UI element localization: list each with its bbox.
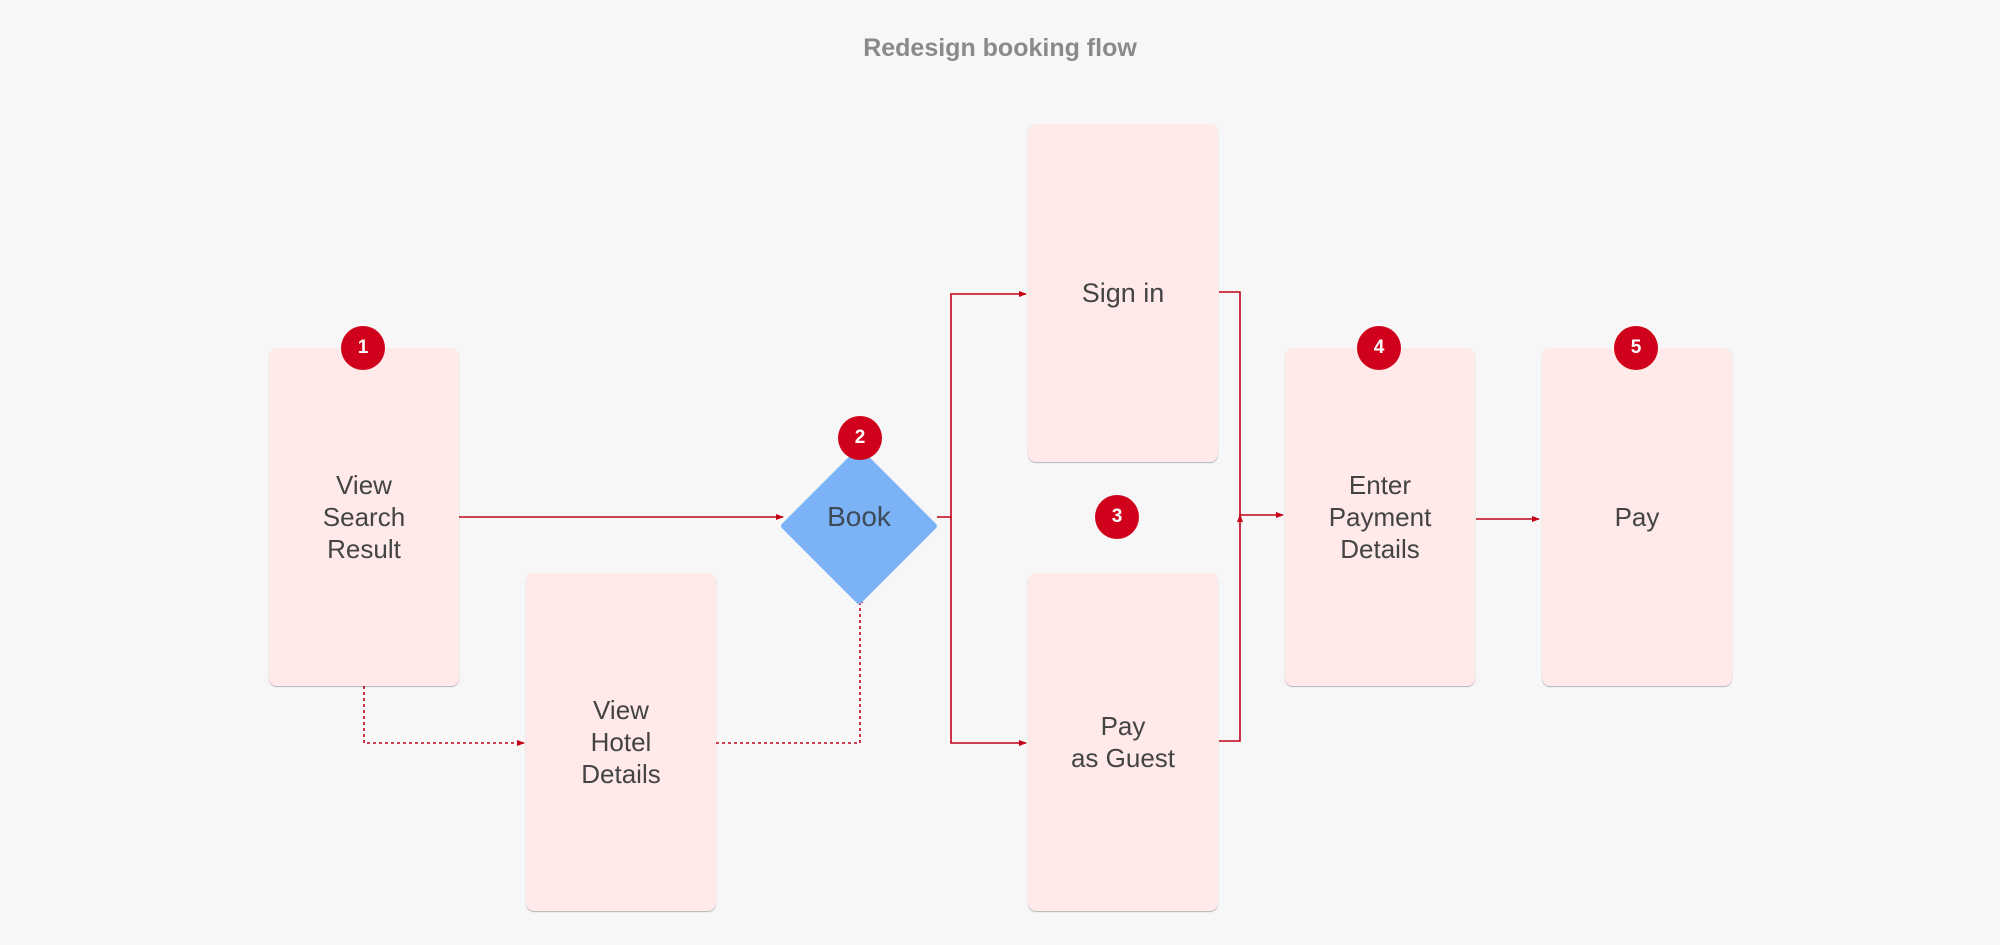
diagram-title: Redesign booking flow xyxy=(863,34,1137,62)
step-number-badge-4: 4 xyxy=(1357,326,1401,370)
step-label: Pay xyxy=(1614,502,1660,532)
step-enter-payment-details: Enter Payment Details xyxy=(1285,348,1475,686)
step-label: View Search Result xyxy=(322,470,406,564)
step-view-hotel-details: View Hotel Details xyxy=(526,573,716,911)
step-label: View Hotel Details xyxy=(581,695,661,789)
step-number-badge-1: 1 xyxy=(341,326,385,370)
step-pay: Pay xyxy=(1542,348,1732,686)
step-number-badge-2: 2 xyxy=(838,416,882,460)
edge-guest-to-payment xyxy=(1219,514,1243,742)
step-label: Pay as Guest xyxy=(1070,711,1176,773)
step-view-search-result: View Search Result xyxy=(269,348,459,686)
step-number-badge-5: 5 xyxy=(1614,326,1658,370)
edge-signin-to-payment xyxy=(1219,291,1284,518)
edge-book-to-guest xyxy=(950,517,1027,746)
edge-search-to-hotel xyxy=(363,686,525,746)
step-number-badge-3: 3 xyxy=(1095,495,1139,539)
step-label: Enter Payment Details xyxy=(1328,470,1432,564)
step-sign-in: Sign in xyxy=(1028,124,1218,462)
step-pay-as-guest: Pay as Guest xyxy=(1028,573,1218,911)
edge-book-to-signin xyxy=(937,291,1027,518)
decision-book-label: Book xyxy=(827,501,891,532)
edge-hotel-to-book xyxy=(716,595,863,744)
step-label: Sign in xyxy=(1081,278,1165,308)
